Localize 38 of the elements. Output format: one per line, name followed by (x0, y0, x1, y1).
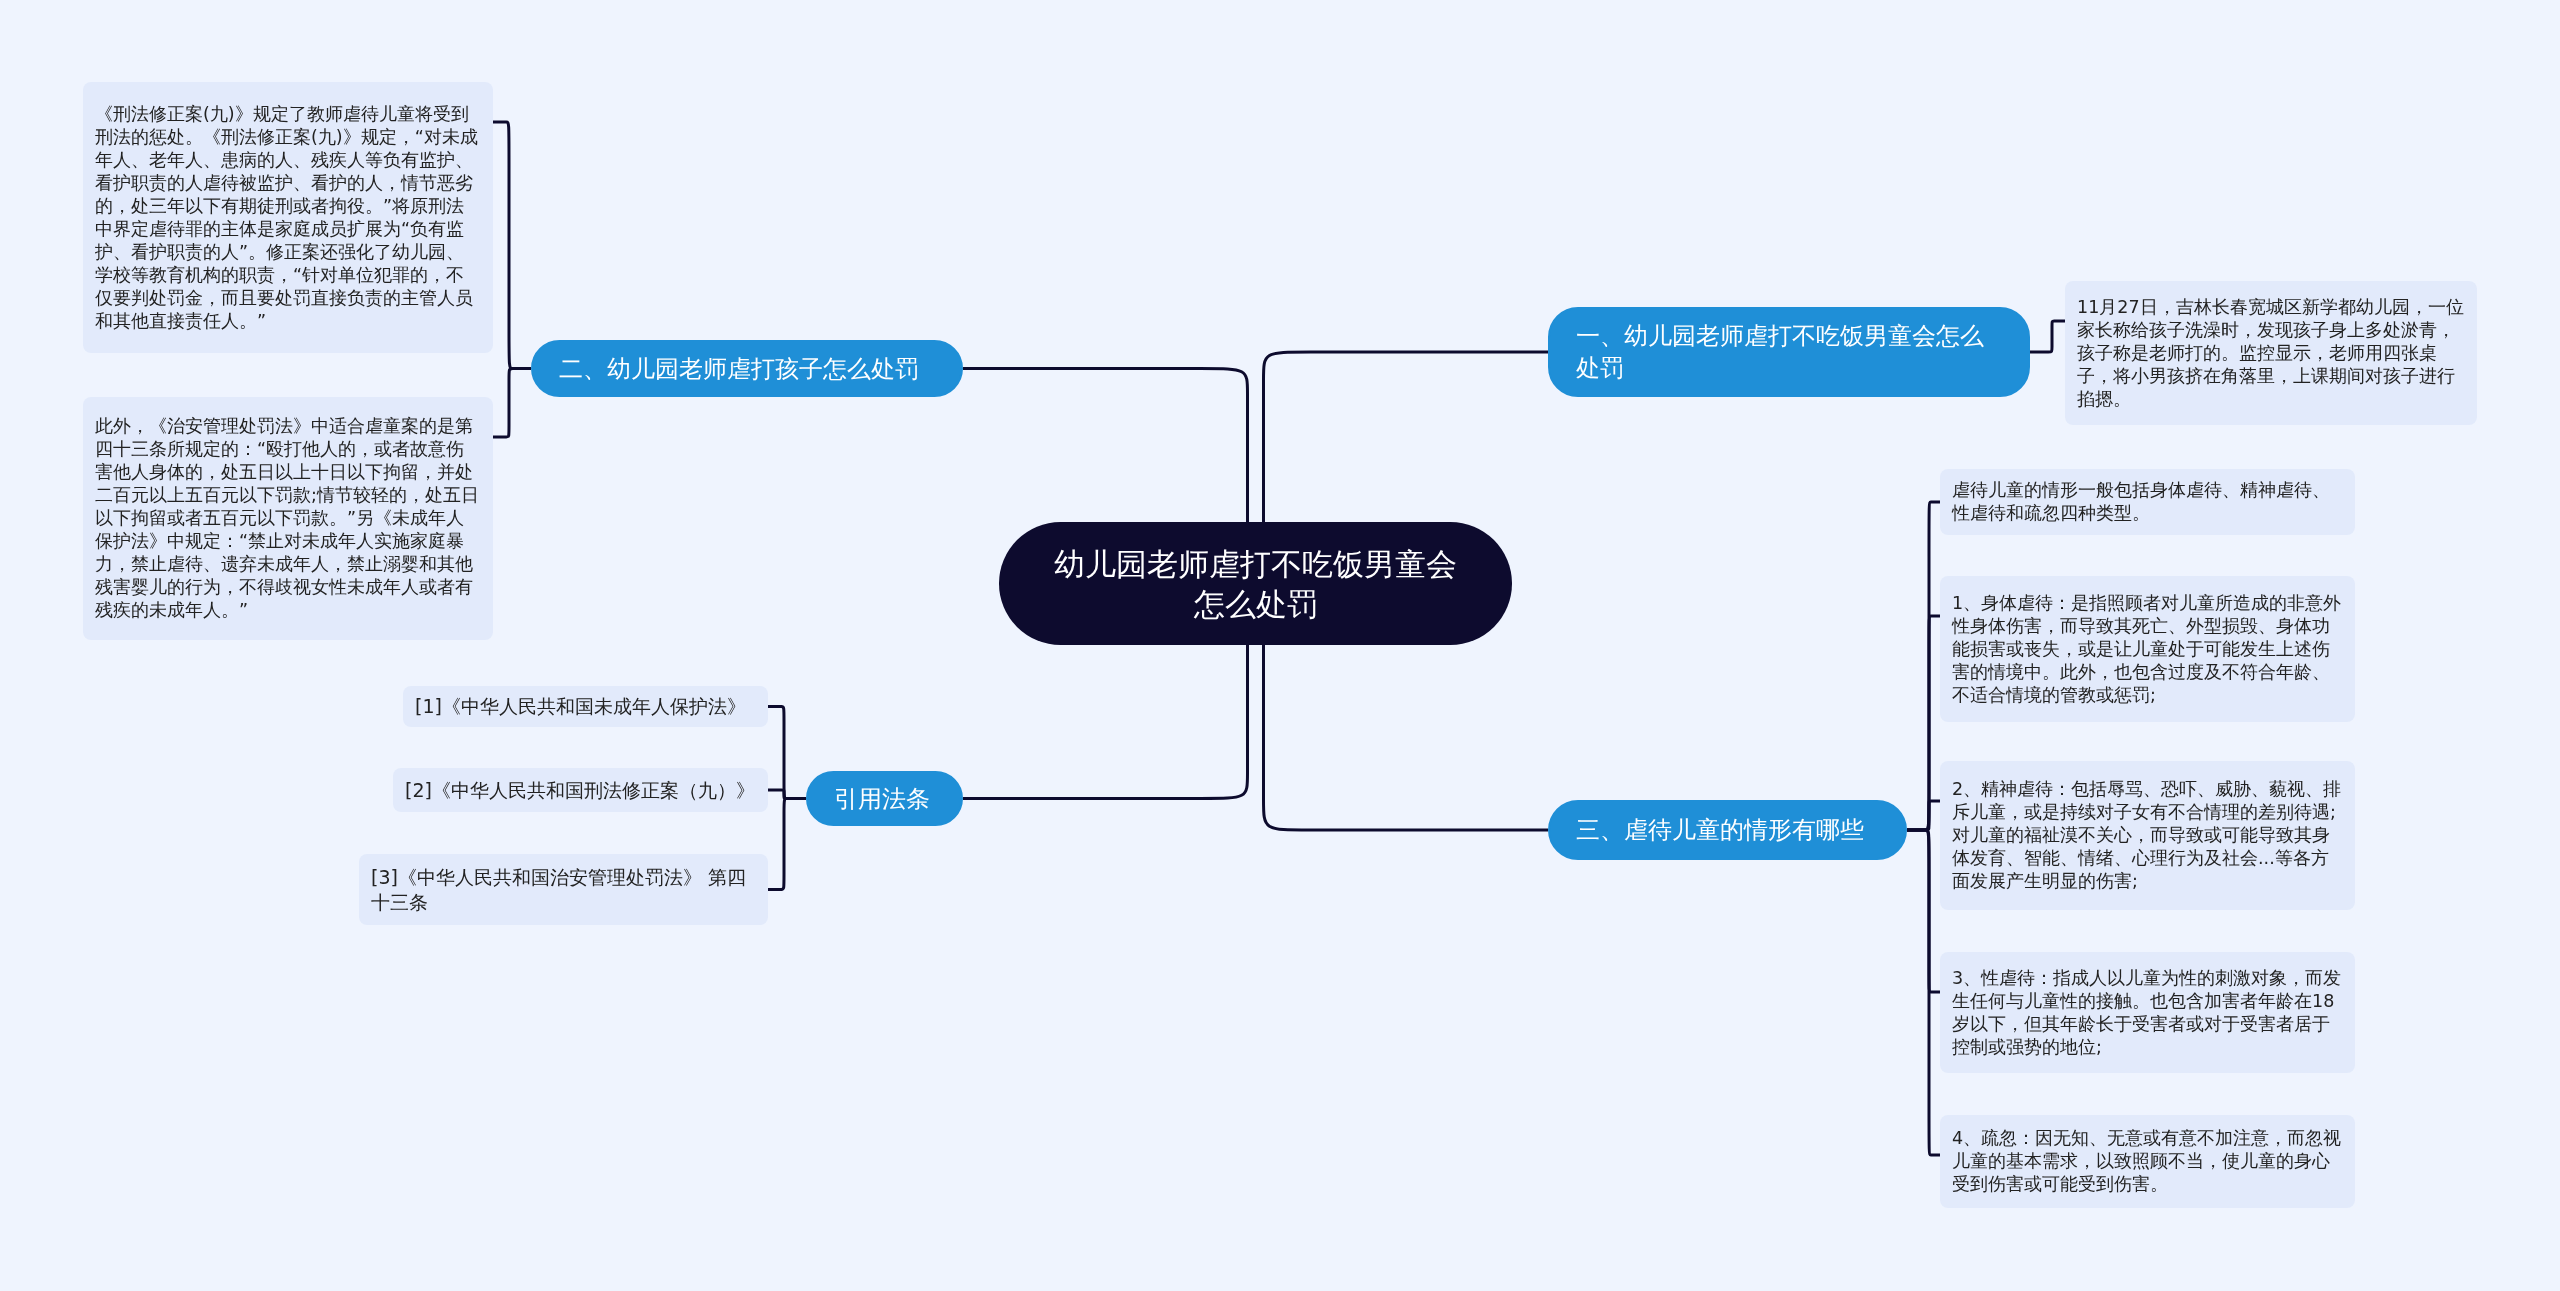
connector-line (2030, 319, 2065, 354)
note-card (83, 397, 493, 640)
note-text: 虐待儿童的情形一般包括身体虐待、精神虐待、性虐待和疏忽四种类型。 (1952, 479, 2331, 525)
citation-text: [1]《中华人民共和国未成年人保护法》 (415, 694, 746, 719)
note-card (83, 82, 493, 353)
note-card (1940, 761, 2355, 910)
note-text: 1、身体虐待：是指照顾者对儿童所造成的非意外性身体伤害，而导致其死亡、外型损毁、身体功能损害或丧失，或是让儿童处于可能发生上述伤害的情境中。此外，也包含过度及不符合年龄、不适合情境的管教或惩罚; (1952, 591, 2343, 707)
topic-box (531, 340, 963, 397)
connector-line (493, 367, 531, 439)
connector-line (1262, 645, 1548, 832)
topic-label: 引用法条 (834, 783, 930, 815)
note-card (1940, 576, 2355, 722)
note-card (1940, 1115, 2355, 1208)
note-text: 此外，《治安管理处罚法》中适合虐童案的是第四十三条所规定的：“殴打他人的，或者故意伤害他人身体的，处五日以上十日以下拘留，并处二百元以上五百元以下罚款;情节较轻的，处五日以下拘留或者五百元以下罚款。”另《未成年人保护法》中规定：“禁止对未成年人实施家庭暴力，禁止虐待、遗弃未成年人，禁止溺婴和其他残害婴儿的行为，不得歧视女性未成年人或者有残疾的未成年人。” (95, 415, 480, 622)
note-card (2065, 281, 2477, 425)
connector-line (1262, 350, 1548, 522)
note-card (1940, 469, 2355, 535)
topic-box (806, 771, 963, 826)
note-text: 3、性虐待：指成人以儿童为性的刺激对象，而发生任何与儿童性的接触。也包含加害者年龄在18岁以下，但其年龄长于受害者或对于受害者居于控制或强势的地位; (1952, 966, 2343, 1059)
note-card (393, 768, 768, 812)
topic-label: 二、幼儿园老师虐打孩子怎么处罚 (559, 353, 919, 385)
topic-box (1548, 307, 2030, 397)
connector-line (963, 645, 1249, 800)
note-text: 《刑法修正案(九)》规定了教师虐待儿童将受到刑法的惩处。《刑法修正案(九)》规定，“对未成年人、老年人、患病的人、残疾人等负有监护、看护职责的人虐待被监护、看护的人，情节恶劣的，处三年以下有期徒刑或者拘役。”将原刑法中界定虐待罪的主体是家庭成员扩展为“负有监护、看护职责的人”。修正案还强化了幼儿园、学校等教育机构的职责，“针对单位犯罪的，不仅要判处罚金，而且要处罚直接负责的主管人员和其他直接责任人。” (95, 102, 479, 333)
topic-label: 三、虐待儿童的情形有哪些 (1576, 815, 1864, 846)
topic-label: 一、幼儿园老师虐打不吃饭男童会怎么处罚 (1576, 321, 1985, 384)
note-card (403, 686, 768, 727)
connector-line (963, 367, 1249, 522)
note-text: 4、疏忽：因无知、无意或有意不加注意，而忽视儿童的基本需求，以致照顾不当，使儿童的身心受到伤害或可能受到伤害。 (1952, 1127, 2343, 1196)
note-text: 2、精神虐待：包括辱骂、恐吓、威胁、藐视、排斥儿童，或是持续对子女有不合情理的差别待遇;对儿童的福祉漠不关心，而导致或可能导致其身体发育、智能、情绪、心理行为及社会...等各方面发展产生明显的伤害; (1952, 778, 2343, 893)
note-card (1940, 952, 2355, 1073)
citation-text: [2]《中华人民共和国刑法修正案（九）》 (405, 777, 755, 803)
connector-line (768, 797, 806, 891)
topic-box (1548, 800, 1907, 860)
topic-label: 幼儿园老师虐打不吃饭男童会怎么处罚 (1053, 544, 1458, 624)
note-text: 11月27日，吉林长春宽城区新学都幼儿园，一位家长称给孩子洗澡时，发现孩子身上多处淤青，孩子称是老师打的。监控显示，老师用四张桌子，将小男孩挤在角落里，上课期间对孩子进行掐摁。 (2077, 295, 2465, 411)
note-card (359, 854, 768, 925)
citation-text: [3]《中华人民共和国治安管理处罚法》 第四十三条 (371, 864, 747, 915)
